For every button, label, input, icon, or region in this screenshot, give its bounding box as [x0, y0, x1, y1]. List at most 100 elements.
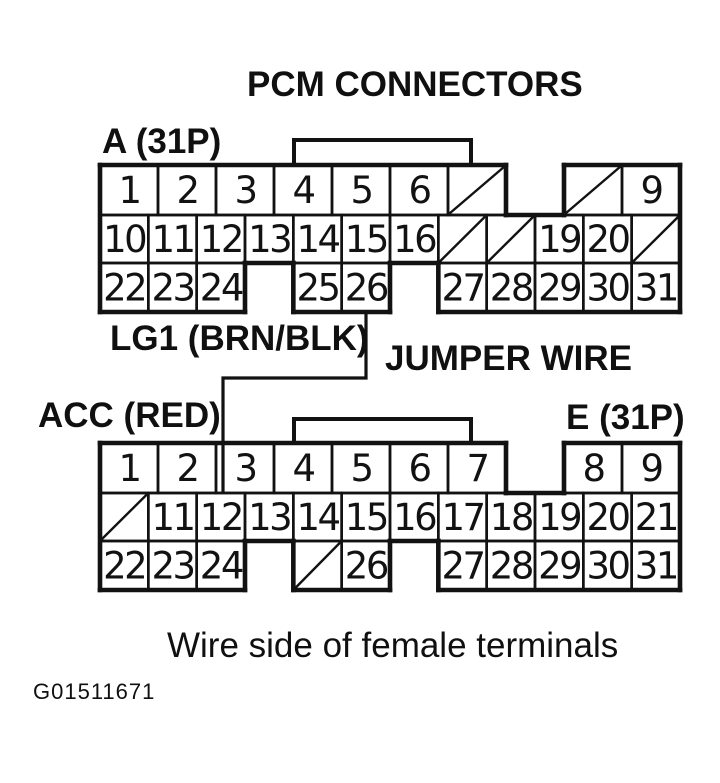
connector-e-cell-31: 31: [630, 539, 682, 592]
svg-text:16: 16: [393, 496, 436, 539]
svg-text:15: 15: [345, 496, 387, 539]
svg-text:26: 26: [345, 267, 388, 310]
connector-e-cell-22: 22: [98, 539, 150, 592]
connector-e-cell-30: 30: [582, 539, 633, 592]
svg-text:20: 20: [586, 496, 629, 539]
svg-text:29: 29: [538, 267, 580, 310]
svg-text:14: 14: [296, 218, 339, 261]
svg-text:10: 10: [103, 218, 146, 261]
connector-a-cell-crossed: [446, 163, 508, 217]
svg-text:4: 4: [292, 169, 314, 212]
svg-text:4: 4: [292, 447, 314, 490]
connector-e-cell-13: 13: [243, 491, 295, 543]
svg-text:20: 20: [586, 218, 629, 261]
connector-e-cell-12: 12: [195, 491, 247, 543]
svg-text:9: 9: [640, 447, 661, 490]
connector-a-cell-16: 16: [388, 213, 440, 265]
connector-e-cell-20: 20: [582, 491, 633, 543]
page-title: PCM CONNECTORS: [247, 65, 583, 104]
connector-a-cell-crossed: [562, 163, 624, 217]
connector-a-cell-crossed: [437, 213, 488, 265]
connector-e-cell-16: 16: [388, 491, 440, 543]
connector-e-cell-28: 28: [485, 539, 537, 592]
connector-e-cell-17: 17: [437, 491, 488, 543]
connector-a-cell-25: 25: [292, 261, 343, 314]
svg-text:2: 2: [176, 169, 197, 212]
connector-a-cell-1: 1: [98, 163, 160, 217]
wire-lg1-label: LG1 (BRN/BLK): [110, 319, 369, 358]
connector-e-cell-27: 27: [437, 539, 488, 592]
svg-text:16: 16: [393, 218, 436, 261]
svg-text:5: 5: [350, 169, 371, 212]
connector-a-cell-4: 4: [272, 163, 334, 217]
svg-text:31: 31: [635, 267, 677, 310]
svg-text:26: 26: [345, 545, 388, 588]
svg-text:28: 28: [490, 267, 533, 310]
svg-text:13: 13: [248, 218, 290, 261]
connector-e-cell-18: 18: [485, 491, 537, 543]
connector-a-cell-29: 29: [533, 261, 585, 314]
svg-text:3: 3: [234, 169, 255, 212]
connector-a-cell-28: 28: [485, 261, 537, 314]
svg-text:15: 15: [345, 218, 387, 261]
connector-e-cell-19: 19: [533, 491, 585, 543]
svg-text:21: 21: [635, 496, 677, 539]
connector-a-cell-22: 22: [98, 261, 150, 314]
svg-text:3: 3: [234, 447, 255, 490]
connector-e-label: E (31P): [566, 398, 685, 437]
connector-a-cell-13: 13: [243, 213, 295, 265]
svg-text:13: 13: [248, 496, 290, 539]
svg-text:1: 1: [118, 447, 139, 490]
svg-text:11: 11: [151, 218, 193, 261]
connector-a-cell-24: 24: [195, 261, 247, 314]
connector-a-cell-30: 30: [582, 261, 633, 314]
connector-a-cell-6: 6: [388, 163, 450, 217]
connector-e-cell-4: 4: [272, 441, 334, 495]
connector-e-cell-29: 29: [533, 539, 585, 592]
connector-a-cell-19: 19: [533, 213, 585, 265]
connector-e-cell-6: 6: [388, 441, 450, 495]
connector-e-cell-8: 8: [562, 441, 624, 495]
svg-text:22: 22: [103, 545, 145, 588]
svg-text:7: 7: [466, 447, 487, 490]
connector-e-tab: [292, 417, 473, 443]
svg-text:24: 24: [200, 267, 243, 310]
connector-e-cell-1: 1: [98, 441, 160, 495]
connector-a-cell-5: 5: [330, 163, 392, 217]
svg-text:25: 25: [296, 267, 338, 310]
svg-text:12: 12: [200, 496, 242, 539]
connector-e-cell-26: 26: [340, 539, 392, 592]
connector-e-cell-crossed: [292, 539, 343, 592]
connector-a-cell-23: 23: [147, 261, 198, 314]
svg-text:17: 17: [441, 496, 483, 539]
connector-a-cell-crossed: [630, 213, 682, 265]
connector-a-cell-27: 27: [437, 261, 488, 314]
connector-a-cell-9: 9: [620, 163, 682, 217]
connector-e-cell-15: 15: [340, 491, 392, 543]
connector-e-cell-23: 23: [147, 539, 198, 592]
svg-text:8: 8: [582, 447, 604, 490]
connector-a-label: A (31P): [102, 122, 222, 161]
svg-text:6: 6: [408, 447, 430, 490]
connector-e-cell-14: 14: [292, 491, 343, 543]
connector-a-cell-14: 14: [292, 213, 343, 265]
connector-a-cell-12: 12: [195, 213, 247, 265]
connector-a-cell-2: 2: [156, 163, 218, 217]
svg-text:9: 9: [640, 169, 661, 212]
wire-acc-label: ACC (RED): [38, 396, 221, 435]
svg-text:27: 27: [441, 545, 483, 588]
connector-a-cell-31: 31: [630, 261, 682, 314]
svg-text:23: 23: [151, 545, 193, 588]
svg-text:14: 14: [296, 496, 339, 539]
connector-a-cell-11: 11: [147, 213, 198, 265]
connector-a-cell-26: 26: [340, 261, 392, 314]
svg-text:1: 1: [118, 169, 139, 212]
svg-text:19: 19: [538, 496, 580, 539]
svg-text:28: 28: [490, 545, 533, 588]
svg-text:6: 6: [408, 169, 430, 212]
connector-a-cell-15: 15: [340, 213, 392, 265]
svg-text:30: 30: [586, 267, 629, 310]
jumper-wire-label: JUMPER WIRE: [385, 339, 632, 378]
